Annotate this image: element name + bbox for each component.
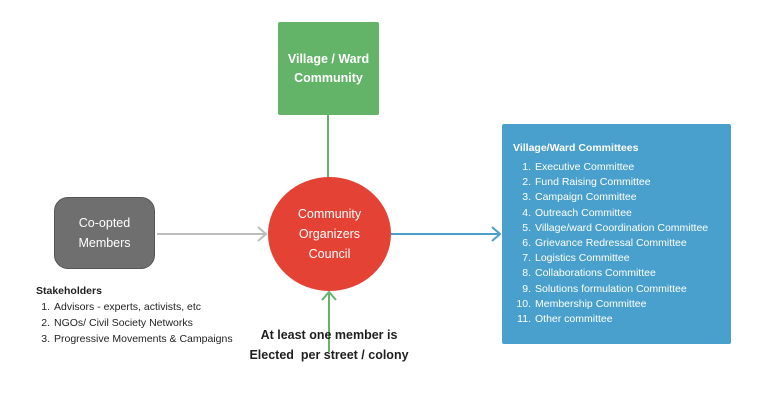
committee-item-number: 3.: [522, 191, 531, 204]
coopted-node-line1: Co-opted: [78, 216, 131, 230]
council-to-committees-arrow: [391, 226, 502, 242]
committee-item-label: Logistics Committee: [535, 252, 630, 265]
committee-item-number: 1.: [522, 161, 531, 173]
stakeholder-item-number: 2.: [41, 317, 50, 329]
committee-item-number: 10.: [516, 297, 531, 310]
coopted-members-node: Co-opted Members: [54, 197, 155, 269]
elected-to-council-arrow: [321, 290, 337, 352]
committee-item-number: 11.: [517, 313, 531, 326]
committee-item: 3. Campaign Committee: [513, 190, 721, 205]
village-ward-committees-node: Village/Ward Committees 1. Executive Comm…: [502, 124, 731, 344]
stakeholder-item-number: 1.: [41, 301, 50, 313]
council-node-line1: Community: [297, 207, 362, 221]
stakeholder-item-label: NGOs/ Civil Society Networks: [54, 317, 193, 329]
community-organizers-council-node: Community Organizers Council: [268, 177, 391, 291]
elected-note-line2: Elected per street / colony: [249, 348, 409, 362]
coopted-to-council-arrow: [157, 226, 268, 242]
council-node-line3: Council: [308, 247, 351, 261]
committee-item-number: 2.: [522, 176, 531, 189]
committee-item: 4. Outreach Committee: [513, 206, 721, 221]
committee-item-label: Collaborations Committee: [535, 267, 656, 280]
committee-item: 1. Executive Committee: [513, 160, 721, 175]
stakeholder-item: 3. Progressive Movements & Campaigns: [36, 331, 233, 347]
stakeholders-list: 1. Advisors - experts, activists, etc 2. NG…: [36, 299, 233, 347]
village-node-line2: Community: [294, 70, 363, 85]
coopted-node-line2: Members: [78, 236, 131, 250]
committee-item: 6. Grievance Redressal Committee: [513, 236, 721, 251]
committee-item: 5. Village/ward Coordination Committee: [513, 221, 721, 236]
committee-item: 10. Membership Committee: [513, 297, 721, 312]
committee-item-label: Membership Committee: [535, 297, 647, 310]
stakeholder-item: 1. Advisors - experts, activists, etc: [36, 299, 233, 315]
committees-list: 1. Executive Committee 2. Fund Raising Comm…: [513, 160, 721, 327]
committee-item-label: Executive Committee: [535, 161, 635, 173]
committee-item: 7. Logistics Committee: [513, 251, 721, 266]
committee-item-number: 9.: [522, 282, 531, 295]
committee-item-number: 5.: [522, 221, 531, 234]
committees-title: Village/Ward Committees: [513, 142, 639, 154]
elected-member-note: At least one member is Elected per stree…: [229, 325, 429, 365]
committee-item: 8. Collaborations Committee: [513, 266, 721, 281]
committee-item-label: Grievance Redressal Committee: [535, 237, 687, 250]
committee-item: 11. Other committee: [513, 312, 721, 327]
village-ward-community-node: Village / Ward Community: [278, 22, 379, 115]
committee-item-label: Fund Raising Committee: [535, 176, 651, 189]
elected-note-line1: At least one member is: [260, 328, 398, 342]
committee-item-label: Village/ward Coordination Committee: [535, 221, 709, 234]
stakeholder-item-label: Advisors - experts, activists, etc: [54, 301, 202, 313]
stakeholder-item-label: Progressive Movements & Campaigns: [54, 333, 233, 345]
committee-item-label: Solutions formulation Committee: [535, 282, 687, 295]
stakeholder-item: 2. NGOs/ Civil Society Networks: [36, 315, 233, 331]
committee-item-label: Outreach Committee: [535, 206, 632, 219]
committee-item-number: 6.: [522, 237, 531, 250]
committee-item-number: 4.: [522, 206, 531, 219]
council-node-line2: Organizers: [298, 227, 361, 241]
stakeholders-title: Stakeholders: [36, 285, 102, 297]
committee-item-number: 7.: [522, 252, 531, 265]
village-node-line1: Village / Ward: [287, 51, 370, 66]
committee-item-number: 8.: [522, 267, 531, 280]
committee-item: 9. Solutions formulation Committee: [513, 282, 721, 297]
stakeholders-block: Stakeholders 1. Advisors - experts, activ…: [36, 285, 233, 347]
stakeholder-item-number: 3.: [41, 333, 50, 345]
committee-item-label: Other committee: [535, 313, 613, 326]
committee-item-label: Campaign Committee: [535, 191, 637, 204]
committee-item: 2. Fund Raising Committee: [513, 175, 721, 190]
